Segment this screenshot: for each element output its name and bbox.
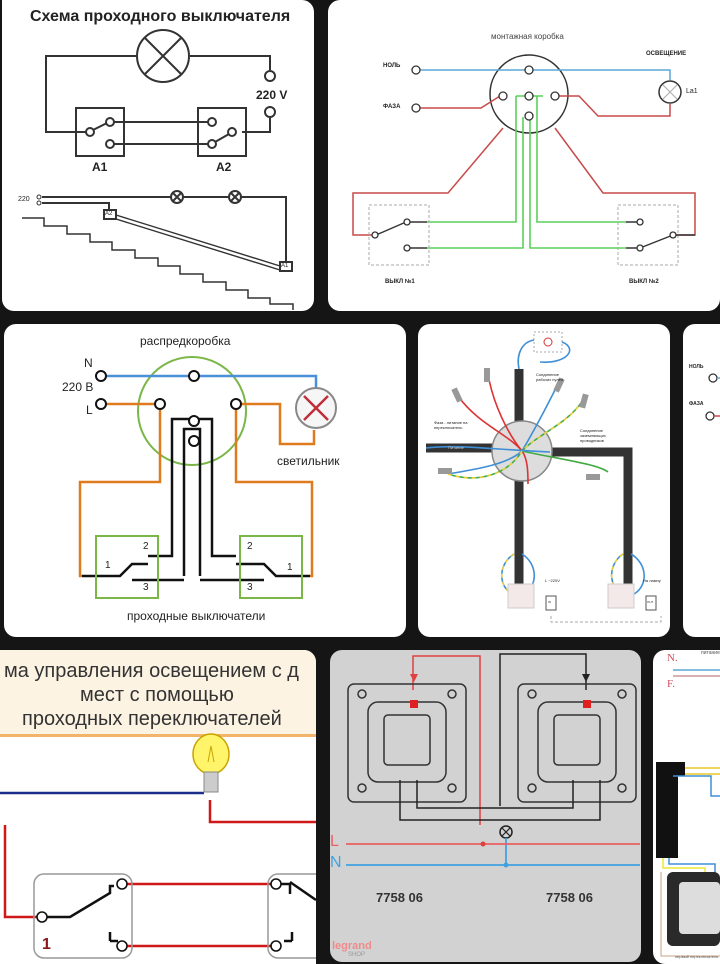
n-label: N — [84, 356, 93, 370]
partial-switch-diagram — [656, 669, 720, 957]
phase-label: ФАЗА — [383, 104, 401, 110]
image-tile-two-place-lighting-scheme[interactable]: ма управления освещением с д мест с помо… — [0, 650, 316, 964]
wiring-illustration — [425, 331, 662, 623]
title-banner — [0, 650, 316, 737]
phase-label: ФАЗА — [689, 401, 704, 407]
switch-1-label: ВЫКЛ №1 — [385, 279, 415, 285]
stair-switch-a2: A2 — [105, 211, 113, 217]
voltage-label: 220 В — [62, 380, 94, 394]
title-line-2: мест с помощью — [80, 684, 234, 706]
watermark-sub: SHOP — [348, 952, 366, 958]
distribution-box-diagram — [78, 356, 337, 599]
image-tile-legrand-switch-wiring[interactable]: L N 7758 06 7758 06 legrand SHOP — [330, 650, 641, 962]
legrand-wiring-diagram — [346, 653, 640, 868]
l-label: L — [330, 833, 339, 850]
n-label: N — [330, 854, 342, 871]
switch-a2-label: A2 — [216, 160, 232, 174]
switch-a1-label: A1 — [92, 160, 108, 174]
model-left: 7758 06 — [376, 890, 423, 905]
diagram-title: Схема проходного выключателя — [30, 8, 291, 25]
title-line-3: проходных переключателей — [22, 708, 282, 730]
bottom-label: первый переключатель — [675, 954, 719, 959]
right-terminal-1: 1 — [287, 562, 293, 573]
lamp-label: светильник — [277, 454, 340, 468]
two-place-lighting-diagram — [0, 733, 316, 959]
switch-1-tag: IN — [548, 600, 551, 604]
left-terminal-2: 2 — [143, 541, 149, 552]
neutral-label: НОЛЬ — [383, 63, 401, 69]
image-tile-partial-switch-photo[interactable]: N. F. питание первый переключатель — [653, 650, 720, 964]
f-label: F. — [667, 678, 675, 690]
note-phase-feed: Фаза - питание на переключатель — [434, 420, 468, 430]
n-label: N. — [667, 652, 678, 664]
image-tile-partial-junction-scheme[interactable]: НОЛЬ ФАЗА — [683, 324, 720, 637]
switch-2-note: На лампу — [643, 578, 661, 583]
image-tile-junction-box-scheme[interactable]: монтажная коробка НОЛЬ ФАЗА ОСВЕЩЕНИЕ La… — [328, 0, 720, 311]
image-tile-wiring-illustration[interactable]: Соединение рабочих нулей Фаза - питание … — [418, 324, 670, 637]
title-line-1: ма управления освещением с д — [4, 660, 299, 682]
image-tile-distribution-box-scheme[interactable]: распредкоробка N 220 В L светильник 2 1 … — [4, 324, 406, 637]
caption: проходные выключатели — [127, 609, 266, 623]
left-terminal-3: 3 — [143, 582, 149, 593]
top-label: питание — [701, 650, 720, 656]
voltage-label: 220 V — [256, 88, 288, 102]
switch-1-note: L ~220V — [545, 578, 560, 583]
switch-scheme-diagram — [22, 29, 294, 310]
supply-label: Питание — [448, 445, 464, 450]
switch-2-tag: OUT — [647, 600, 654, 604]
right-terminal-3: 3 — [247, 582, 253, 593]
stair-switch-a1: A1 — [281, 263, 289, 269]
right-terminal-2: 2 — [247, 541, 253, 552]
l-label: L — [86, 403, 93, 417]
switch-number: 1 — [42, 936, 51, 953]
distribution-box-label: распредкоробка — [140, 334, 231, 348]
lighting-label: ОСВЕЩЕНИЕ — [646, 51, 687, 57]
note-ground: Соединение заземляющих проводников — [580, 428, 606, 443]
mounting-box-label: монтажная коробка — [491, 32, 564, 41]
model-right: 7758 06 — [546, 890, 593, 905]
switch-2-label: ВЫКЛ №2 — [629, 279, 659, 285]
left-terminal-1: 1 — [105, 560, 111, 571]
watermark-brand: legrand — [332, 940, 372, 952]
note-working-zero: Соединение рабочих нулей — [536, 372, 564, 382]
image-tile-switch-scheme[interactable]: Схема проходного выключателя 220 V A1 A2… — [2, 0, 314, 311]
lamp-label: La1 — [686, 88, 698, 95]
neutral-label: НОЛЬ — [689, 364, 704, 370]
junction-box-diagram — [352, 54, 696, 266]
partial-diagram — [705, 373, 720, 421]
stair-voltage-label: 220 — [18, 196, 30, 203]
